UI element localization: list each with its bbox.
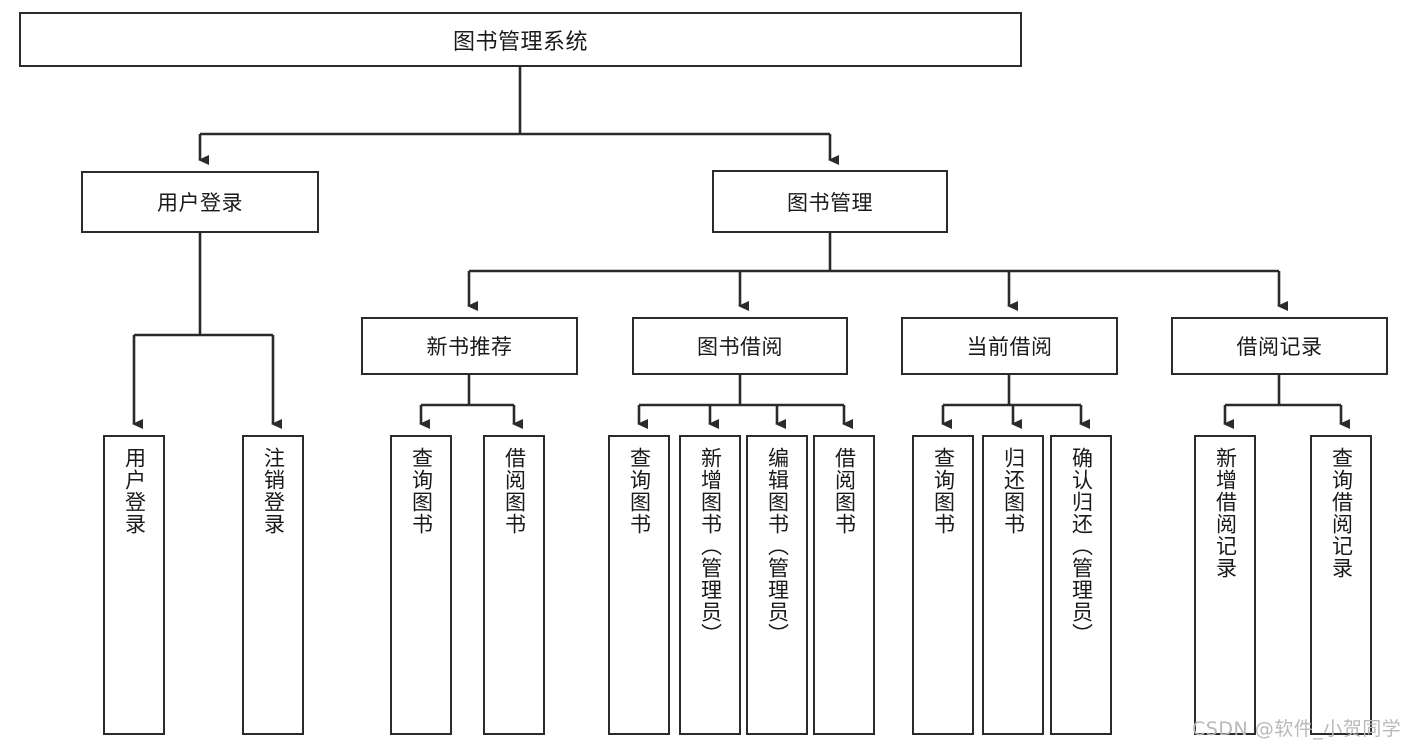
node-leaf-return-book[interactable]: 归还图书 bbox=[982, 435, 1044, 735]
node-leaf-logout-label: 注销登录 bbox=[261, 447, 286, 535]
node-leaf-add-book-label: 新增图书（管理员） bbox=[698, 447, 723, 645]
node-leaf-query-book-2-label: 查询图书 bbox=[627, 447, 652, 535]
node-leaf-borrow-book-2[interactable]: 借阅图书 bbox=[813, 435, 875, 735]
node-root[interactable]: 图书管理系统 bbox=[19, 12, 1022, 67]
node-leaf-confirm-return[interactable]: 确认归还（管理员） bbox=[1050, 435, 1112, 735]
node-leaf-add-record-label: 新增借阅记录 bbox=[1213, 447, 1238, 579]
node-leaf-query-book-1[interactable]: 查询图书 bbox=[390, 435, 452, 735]
node-user-login-label: 用户登录 bbox=[157, 191, 243, 215]
node-book-borrow[interactable]: 图书借阅 bbox=[632, 317, 848, 375]
node-leaf-query-record[interactable]: 查询借阅记录 bbox=[1310, 435, 1372, 735]
node-book-manage[interactable]: 图书管理 bbox=[712, 170, 948, 233]
node-root-label: 图书管理系统 bbox=[452, 29, 588, 55]
node-leaf-query-book-1-label: 查询图书 bbox=[409, 447, 434, 535]
node-leaf-query-book-2[interactable]: 查询图书 bbox=[608, 435, 670, 735]
node-leaf-borrow-book-1-label: 借阅图书 bbox=[502, 447, 527, 535]
node-book-manage-label: 图书管理 bbox=[787, 190, 873, 215]
node-leaf-add-record[interactable]: 新增借阅记录 bbox=[1194, 435, 1256, 735]
node-leaf-edit-book[interactable]: 编辑图书（管理员） bbox=[746, 435, 808, 735]
node-borrow-record[interactable]: 借阅记录 bbox=[1171, 317, 1388, 375]
node-leaf-borrow-book-1[interactable]: 借阅图书 bbox=[483, 435, 545, 735]
node-leaf-logout[interactable]: 注销登录 bbox=[242, 435, 304, 735]
node-leaf-borrow-book-2-label: 借阅图书 bbox=[832, 447, 857, 535]
watermark: CSDN @软件_小贺同学 bbox=[1192, 718, 1402, 740]
node-leaf-query-record-label: 查询借阅记录 bbox=[1329, 447, 1354, 579]
node-leaf-return-book-label: 归还图书 bbox=[1001, 447, 1026, 535]
node-leaf-query-book-3-label: 查询图书 bbox=[931, 447, 956, 535]
node-leaf-user-login[interactable]: 用户登录 bbox=[103, 435, 165, 735]
node-leaf-add-book[interactable]: 新增图书（管理员） bbox=[679, 435, 741, 735]
node-leaf-user-login-label: 用户登录 bbox=[122, 447, 147, 535]
node-user-login[interactable]: 用户登录 bbox=[81, 171, 319, 233]
node-leaf-query-book-3[interactable]: 查询图书 bbox=[912, 435, 974, 735]
node-new-book-recommend-label: 新书推荐 bbox=[426, 335, 513, 359]
node-book-borrow-label: 图书借阅 bbox=[697, 335, 783, 359]
node-current-borrow-label: 当前借阅 bbox=[966, 335, 1053, 359]
node-leaf-confirm-return-label: 确认归还（管理员） bbox=[1069, 447, 1094, 645]
node-new-book-recommend[interactable]: 新书推荐 bbox=[361, 317, 578, 375]
node-current-borrow[interactable]: 当前借阅 bbox=[901, 317, 1118, 375]
node-borrow-record-label: 借阅记录 bbox=[1236, 335, 1323, 359]
node-leaf-edit-book-label: 编辑图书（管理员） bbox=[765, 447, 790, 645]
